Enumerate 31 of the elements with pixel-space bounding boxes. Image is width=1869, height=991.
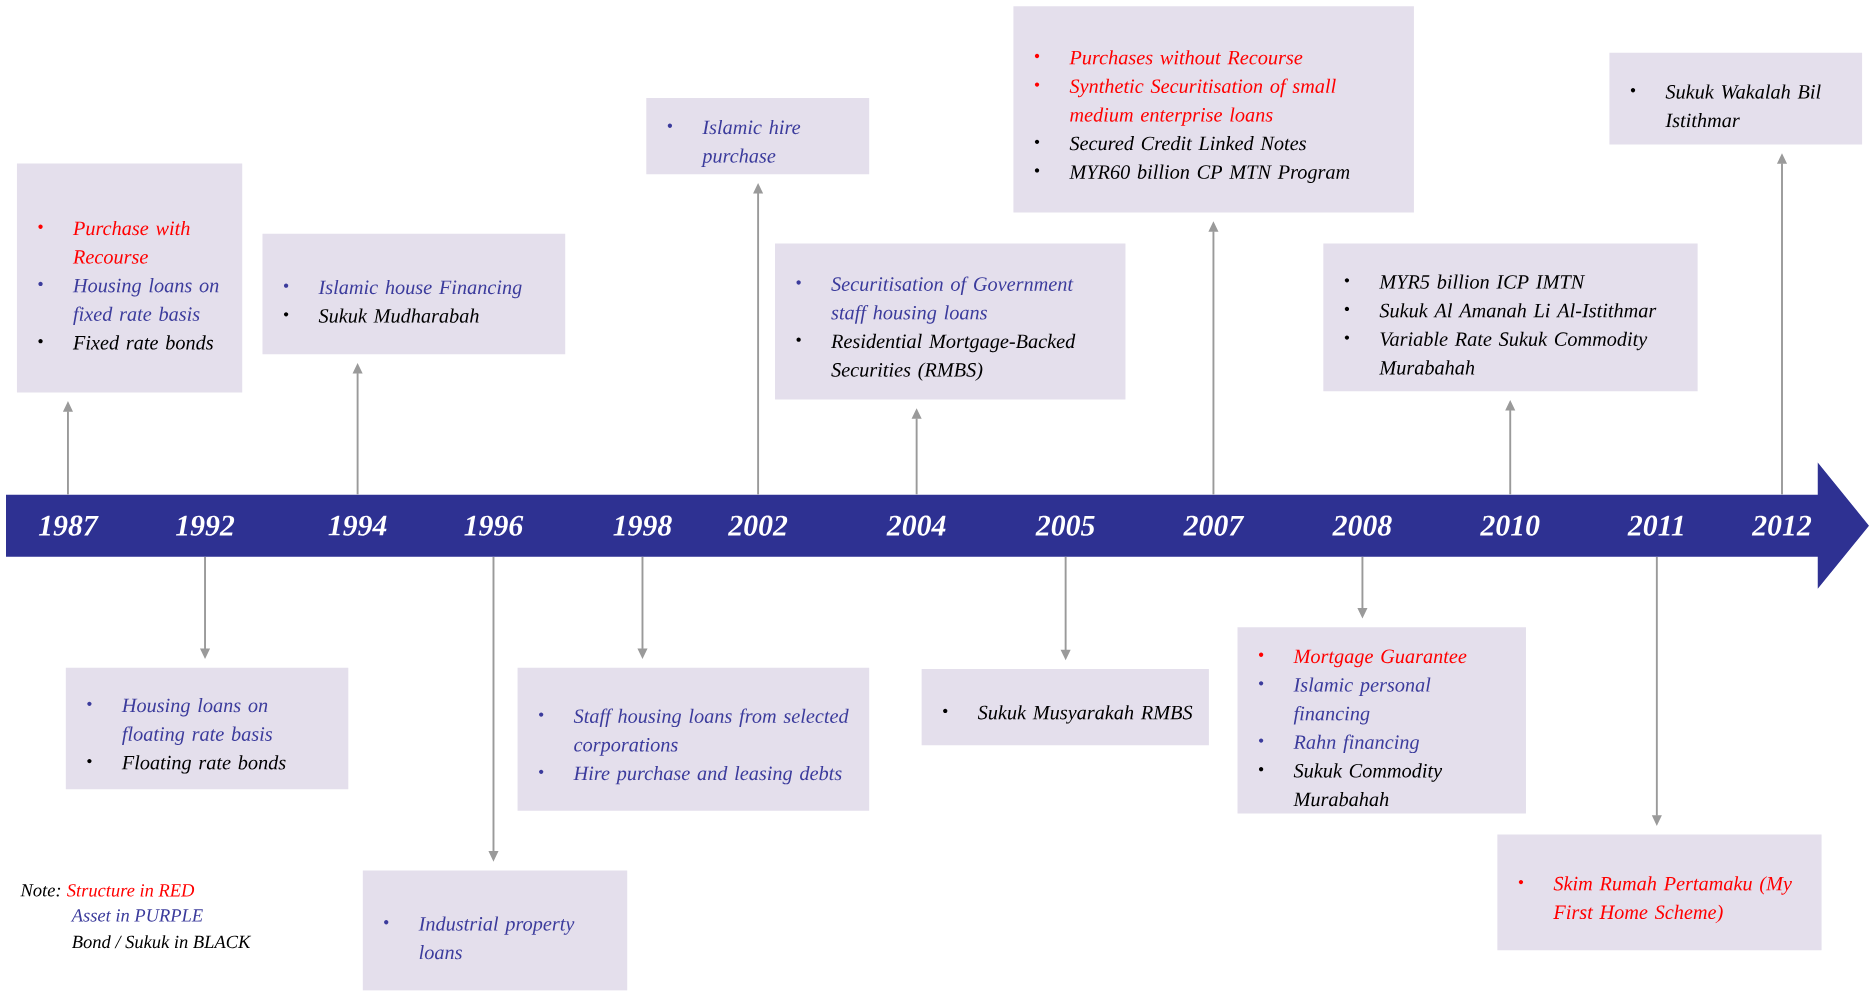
- text-box: Sukuk Wakalah Bil Istithmar: [1609, 52, 1863, 145]
- text-box: MYR5 billion ICP IMTN Sukuk Al Amanah Li Al-Istithmar Variable Rate Sukuk Commodity Murabahah: [1323, 243, 1698, 392]
- text-box: Skim Rumah Pertamaku (My First Home Scheme): [1497, 834, 1822, 951]
- text-box: Staff housing loans from selected corporations Hire purchase and leasing debts: [517, 668, 870, 811]
- text-box: Islamic hire purchase: [646, 98, 870, 175]
- year-label: 2010: [1480, 515, 1540, 536]
- note-text: Bond / Sukuk in BLACK: [71, 935, 252, 949]
- year-label: 2004: [886, 515, 946, 536]
- text-box: Purchases without Recourse Synthetic Securitisation of small medium enterprise loans Secured Credit Linked Notes MYR60 billion CP MTN Program: [1013, 6, 1414, 213]
- year-label: 2002: [727, 515, 788, 536]
- year-label: 1996: [464, 515, 524, 536]
- year-label: 2012: [1751, 515, 1812, 536]
- note-text: Note:: [20, 884, 61, 897]
- year-label: 2011: [1627, 515, 1683, 536]
- year-label: 1992: [175, 515, 235, 536]
- text-box: Industrial property loans: [362, 870, 628, 991]
- text-box: Sukuk Musyarakah RMBS: [921, 669, 1209, 746]
- text-box: Islamic house Financing Sukuk Mudharabah: [262, 234, 566, 355]
- text-box: Purchase with Recourse Housing loans on fixed rate basis Fixed rate bonds: [16, 163, 243, 393]
- text-box: Mortgage Guarantee Islamic personal financing Rahn financing Sukuk Commodity Murabahah: [1237, 627, 1526, 814]
- year-label: 2008: [1332, 515, 1392, 536]
- year-label: 1987: [38, 515, 99, 536]
- year-label: 1998: [613, 515, 672, 536]
- year-label: 1994: [328, 515, 387, 536]
- note-text: Structure in RED: [67, 884, 195, 897]
- note-text: Asset in PURPLE: [70, 909, 203, 922]
- timeline-arrow: [5, 462, 1869, 590]
- text-box: Securitisation of Government staff housing loans Residential Mortgage-Backed Securities (RMBS): [775, 243, 1126, 400]
- text-box: Housing loans on floating rate basis Floating rate bonds: [65, 668, 349, 790]
- year-label: 2007: [1183, 515, 1245, 536]
- year-label: 2005: [1035, 515, 1095, 536]
